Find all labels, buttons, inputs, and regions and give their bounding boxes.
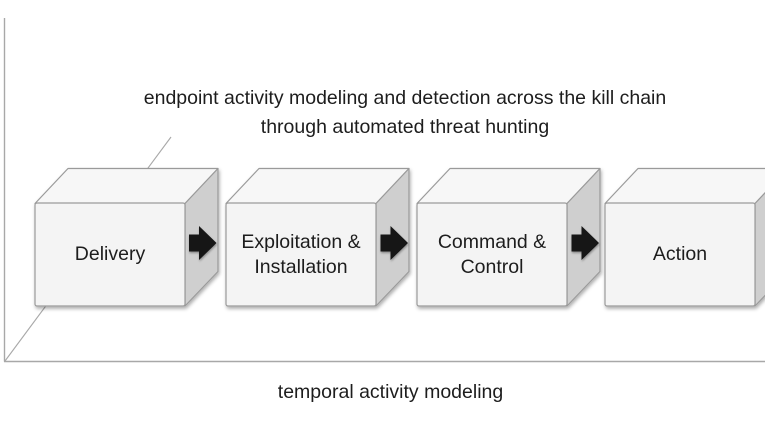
diagram-title-line1: endpoint activity modeling and detection… xyxy=(143,87,667,109)
flow-arrow-2-icon xyxy=(380,226,408,260)
box-exploitation-installation-front-face xyxy=(225,202,377,307)
box-label-exploitation-installation: Exploitation & Installation xyxy=(241,230,361,278)
box-exploitation-installation xyxy=(225,167,410,307)
box-action-top-face xyxy=(604,167,765,205)
box-command-control-front-face xyxy=(416,202,568,307)
diagram-title: endpoint activity modeling and detection… xyxy=(22,84,765,142)
x-axis-label: temporal activity modeling xyxy=(277,381,504,403)
diagram-title-line2: through automated threat hunting xyxy=(260,116,550,138)
box-label-delivery: Delivery xyxy=(74,243,146,265)
box-label-command-control: Command & Control xyxy=(437,230,547,278)
box-action xyxy=(604,167,765,307)
flow-arrow-1-icon xyxy=(189,226,217,260)
box-label-action: Action xyxy=(652,243,708,265)
box-delivery-front-face xyxy=(34,202,186,307)
box-delivery xyxy=(34,167,219,307)
flow-arrow-3-icon xyxy=(571,226,599,260)
box-action-front-face xyxy=(604,202,756,307)
box-command-control xyxy=(416,167,601,307)
